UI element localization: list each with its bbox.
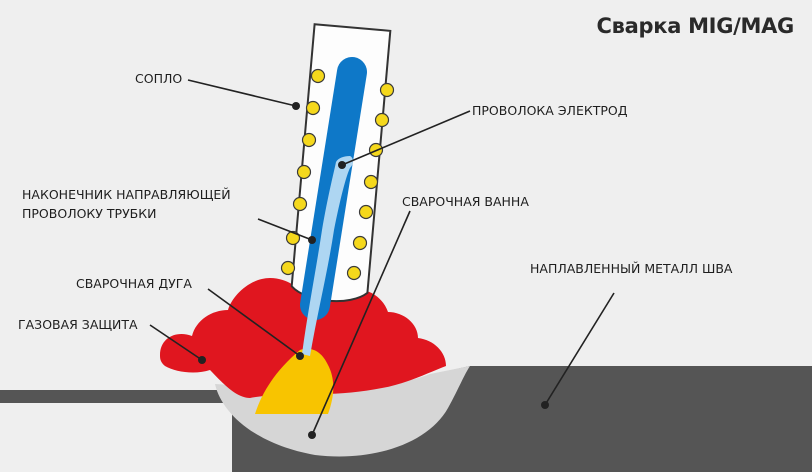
- label-gas-shield: ГАЗОВАЯ ЗАЩИТА: [18, 317, 138, 332]
- nozzle-dot: [292, 196, 308, 212]
- leader-line-weld-pool: [311, 210, 411, 436]
- nozzle-dot: [296, 164, 312, 180]
- label-weld-metal: НАПЛАВЛЕННЫЙ МЕТАЛЛ ШВА: [530, 261, 733, 276]
- leader-dot-nozzle: [292, 102, 300, 110]
- nozzle-dot: [305, 100, 321, 116]
- nozzle-dot: [285, 230, 301, 246]
- leader-dot-weld-metal: [541, 401, 549, 409]
- leader-line-electrode: [341, 110, 471, 166]
- nozzle-dot: [301, 132, 317, 148]
- label-nozzle: СОПЛО: [135, 71, 183, 86]
- nozzle-dot: [374, 112, 390, 128]
- nozzle-dot: [358, 204, 374, 220]
- gas-shield: [160, 278, 446, 398]
- leader-line-gas: [149, 324, 203, 361]
- label-electrode-wire: ПРОВОЛОКА ЭЛЕКТРОД: [472, 103, 628, 118]
- nozzle-dot: [352, 235, 368, 251]
- leader-line-contact-tip: [257, 218, 313, 241]
- leader-line-nozzle: [187, 79, 297, 107]
- leader-line-arc: [207, 288, 301, 357]
- nozzle-dot: [280, 260, 296, 276]
- welding-arc: [255, 348, 334, 414]
- nozzle-dot: [346, 265, 362, 281]
- electrode-wire: [302, 156, 353, 356]
- leader-dot-arc: [296, 352, 304, 360]
- nozzle-dots: [280, 68, 395, 281]
- label-weld-pool: СВАРОЧНАЯ ВАННА: [402, 194, 529, 209]
- nozzle-dot: [379, 82, 395, 98]
- diagram-title: Сварка MIG/MAG: [596, 14, 795, 38]
- leader-dot-contact-tip: [308, 236, 316, 244]
- nozzle-dot: [363, 174, 379, 190]
- leader-line-weld-metal: [544, 292, 615, 406]
- leader-dot-weld-pool: [308, 431, 316, 439]
- label-contact-tip-line1: НАКОНЕЧНИК НАПРАВЛЯЮЩЕЙ: [22, 187, 231, 202]
- leader-dot-gas: [198, 356, 206, 364]
- nozzle-dot: [310, 68, 326, 84]
- label-welding-arc: СВАРОЧНАЯ ДУГА: [76, 276, 192, 291]
- leader-dot-electrode: [338, 161, 346, 169]
- label-contact-tip-line2: ПРОВОЛОКУ ТРУБКИ: [22, 206, 157, 221]
